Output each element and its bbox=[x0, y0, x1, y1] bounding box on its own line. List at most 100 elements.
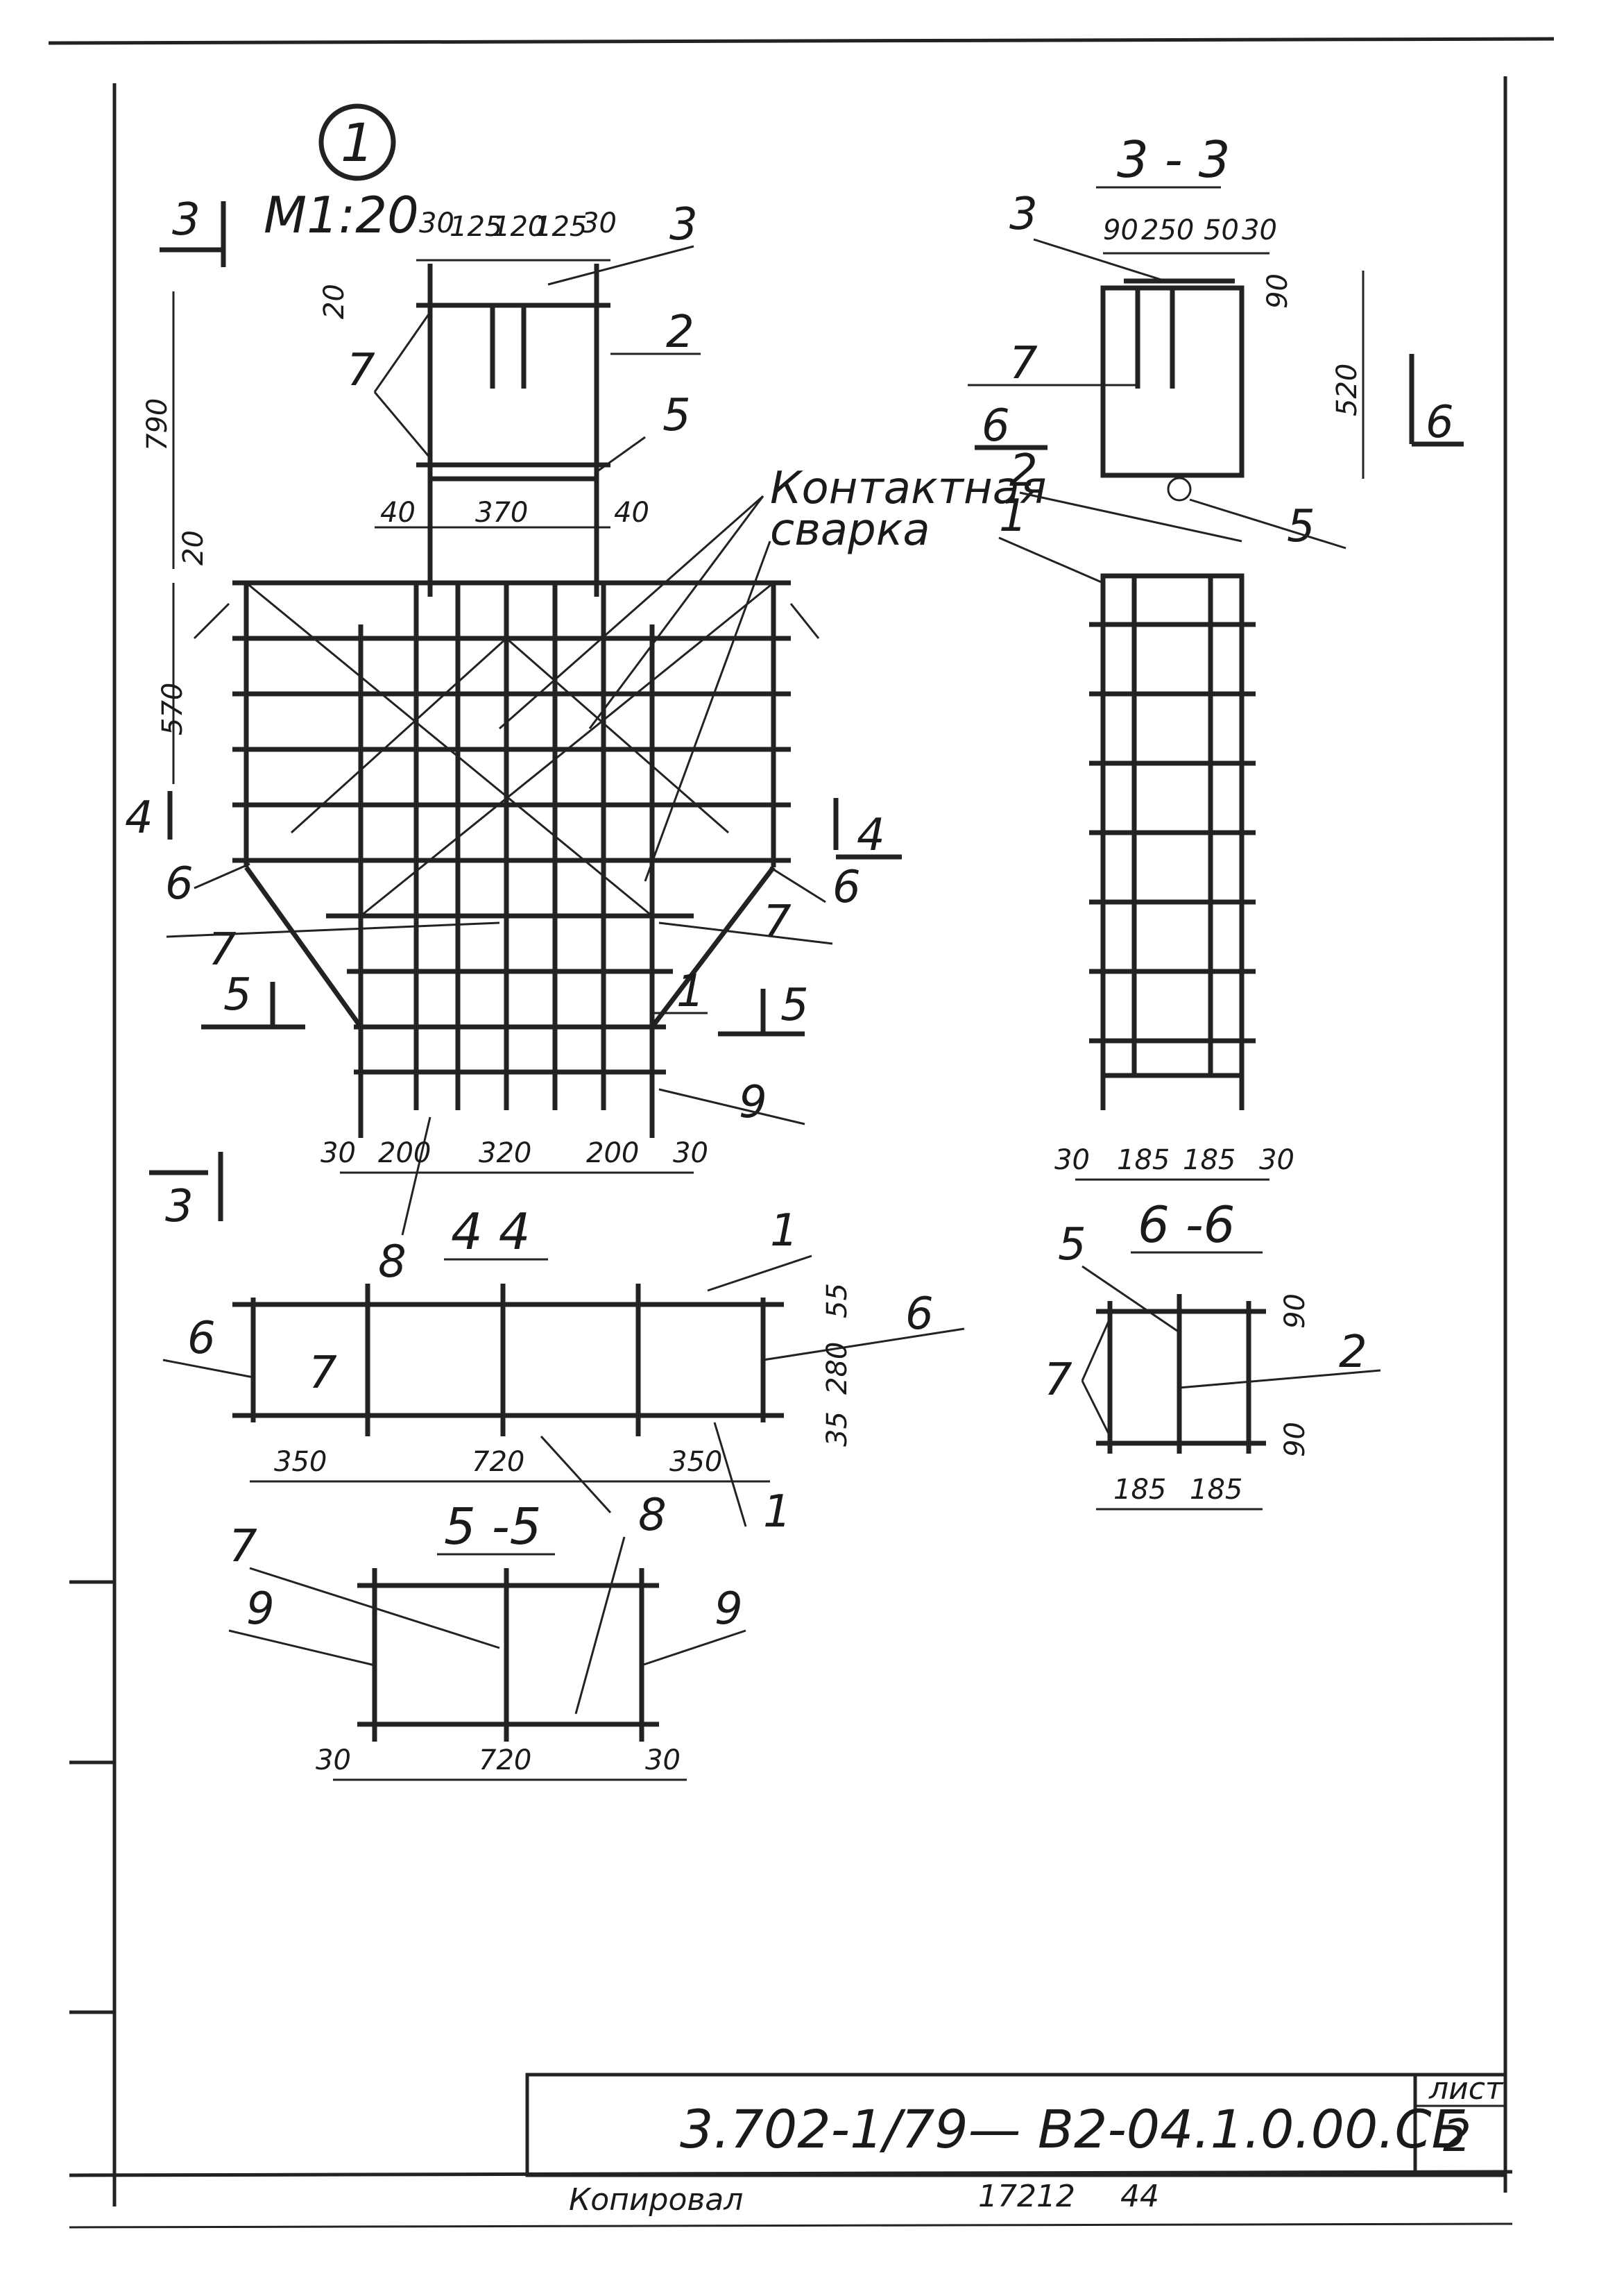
s33-leader-5 bbox=[1189, 498, 1346, 550]
dim-bottom-320: 320 bbox=[479, 1137, 531, 1169]
note-contact-welding-line1: Контактная bbox=[770, 463, 1046, 514]
leader-5-main bbox=[596, 436, 646, 473]
section-3-3: 3 - 3 90 250 50 30 90 520 6 6 3 7 bbox=[968, 130, 1464, 1181]
section-mark-3-bottom: 3 bbox=[165, 1181, 194, 1232]
dim-bottom-30b: 30 bbox=[673, 1137, 708, 1169]
s44-pos-1-top: 1 bbox=[770, 1205, 798, 1257]
section-6-6: 6 -6 5 7 2 90 90 185 185 bbox=[1044, 1196, 1381, 1511]
dim-top-125a: 125 bbox=[450, 211, 502, 243]
s66-leader-7b bbox=[1081, 1380, 1111, 1437]
s55-leader-8 bbox=[574, 1536, 626, 1715]
s44-pos-6-right: 6 bbox=[905, 1289, 934, 1340]
leader-3-main bbox=[547, 245, 694, 286]
diagonal-brace bbox=[246, 581, 653, 917]
s33-section-mark-6-left: 6 bbox=[982, 400, 1010, 452]
s33-dim-90v: 90 bbox=[1262, 273, 1294, 309]
s33-dim-90: 90 bbox=[1103, 214, 1138, 246]
dim-top-30b: 30 bbox=[581, 207, 617, 239]
s33-pos-7: 7 bbox=[1009, 338, 1038, 389]
cage-slope-left bbox=[244, 865, 363, 1029]
diagonal-brace bbox=[506, 637, 729, 834]
section-mark-5-left: 5 bbox=[223, 969, 252, 1021]
s44-dim-35: 35 bbox=[821, 1411, 853, 1447]
format-number: 44 bbox=[1120, 2179, 1159, 2214]
s33-dim-50: 50 bbox=[1204, 214, 1239, 246]
section-mark-3-top: 3 bbox=[172, 194, 200, 246]
copied-by-label: Копировал bbox=[569, 2182, 743, 2218]
section-4-4-title: 4 4 bbox=[451, 1202, 531, 1261]
dim-570: 570 bbox=[157, 683, 189, 735]
dim-bottom-30a: 30 bbox=[320, 1137, 356, 1169]
pos-1-main: 1 bbox=[676, 966, 705, 1017]
title-block-frame bbox=[525, 2073, 1507, 2177]
s33-dim-bottom-185a: 185 bbox=[1117, 1144, 1170, 1176]
s44-leader-6-left bbox=[162, 1359, 254, 1379]
section-mark-4-right: 4 bbox=[857, 810, 885, 861]
s66-leader-2 bbox=[1179, 1369, 1381, 1389]
note-leader-1 bbox=[588, 495, 764, 729]
sheet-label: лист bbox=[1428, 2071, 1504, 2107]
section-3-3-title: 3 - 3 bbox=[1117, 130, 1230, 189]
s44-pos-1-bottom: 1 bbox=[763, 1486, 792, 1538]
s66-dim-185b: 185 bbox=[1190, 1474, 1242, 1506]
s55-dim-720: 720 bbox=[479, 1744, 531, 1776]
s44-leader-1-bottom bbox=[713, 1422, 747, 1527]
dim-bottom-200a: 200 bbox=[378, 1137, 431, 1169]
note-contact-welding-line2: сварка bbox=[770, 504, 930, 556]
dim-20-top: 20 bbox=[318, 284, 350, 319]
s44-leader-6-right bbox=[762, 1327, 965, 1361]
section-mark-4-left: 4 bbox=[125, 792, 153, 844]
s33-leader-1 bbox=[998, 536, 1104, 584]
s44-pos-8: 8 bbox=[638, 1490, 667, 1541]
s55-pos-7: 7 bbox=[229, 1521, 257, 1572]
s33-pos-2: 2 bbox=[1009, 445, 1038, 497]
s66-dim-90b: 90 bbox=[1279, 1422, 1311, 1457]
section-4-4: 4 4 6 7 6 1 1 55 280 35 350 720 350 8 bbox=[162, 1202, 965, 1541]
section-mark-5-right: 5 bbox=[780, 980, 809, 1031]
view-number-circle bbox=[318, 103, 396, 181]
sheet-bottom-line bbox=[69, 2222, 1513, 2229]
s33-pos-5: 5 bbox=[1287, 501, 1315, 552]
s33-cage bbox=[1100, 573, 1245, 1078]
dim-40-left: 40 bbox=[380, 497, 416, 529]
leader-9-main bbox=[658, 1088, 805, 1125]
sheet-number: 2 bbox=[1443, 2111, 1471, 2162]
s55-dim-30a: 30 bbox=[316, 1744, 351, 1776]
dim-40-right: 40 bbox=[614, 497, 649, 529]
stub-frame bbox=[427, 303, 599, 482]
s44-dim-350b: 350 bbox=[669, 1446, 722, 1478]
s55-leader-9-left bbox=[228, 1629, 375, 1667]
s55-leader-7 bbox=[249, 1567, 500, 1649]
diagonal-brace bbox=[290, 637, 508, 834]
s33-dim-30: 30 bbox=[1242, 214, 1277, 246]
dim-top-125b: 125 bbox=[534, 211, 587, 243]
s66-leader-5 bbox=[1081, 1265, 1180, 1334]
s33-bar-5 bbox=[1167, 477, 1192, 502]
note-leader-3 bbox=[644, 541, 771, 882]
s55-pos-9-right: 9 bbox=[715, 1583, 743, 1635]
pos-6-main-left: 6 bbox=[165, 858, 194, 910]
s44-dim-55: 55 bbox=[821, 1283, 853, 1318]
pos-3-main: 3 bbox=[669, 199, 698, 250]
section-5-5-title: 5 -5 bbox=[444, 1497, 541, 1556]
dim-bottom-200b: 200 bbox=[586, 1137, 639, 1169]
main-view: 1 M1:20 3 3 30 125 120 125 30 790 20 20 … bbox=[125, 103, 1046, 1288]
s66-dim-185a: 185 bbox=[1113, 1474, 1166, 1506]
document-code: 3.702-1/79— В2-04.1.0.00.СБ bbox=[680, 2098, 1468, 2160]
s44-leader-1-top bbox=[707, 1255, 812, 1292]
order-number: 17212 bbox=[978, 2179, 1075, 2214]
title-block: 3.702-1/79— В2-04.1.0.00.СБ лист 2 Копир… bbox=[525, 2071, 1507, 2218]
cage-slope-right bbox=[650, 865, 776, 1029]
leader-7-main-top-b bbox=[373, 391, 431, 459]
side-hook bbox=[789, 603, 820, 639]
s44-dim-280: 280 bbox=[821, 1342, 853, 1395]
leader-8-main bbox=[401, 1116, 431, 1236]
dim-370: 370 bbox=[475, 497, 528, 529]
s33-dim-520: 520 bbox=[1331, 364, 1363, 416]
pos-7-main-right: 7 bbox=[763, 896, 792, 948]
view-number: 1 bbox=[341, 112, 374, 173]
pos-7-main-left: 7 bbox=[208, 924, 237, 976]
dim-top-120: 120 bbox=[493, 211, 545, 243]
pos-7-main-top: 7 bbox=[347, 345, 375, 396]
